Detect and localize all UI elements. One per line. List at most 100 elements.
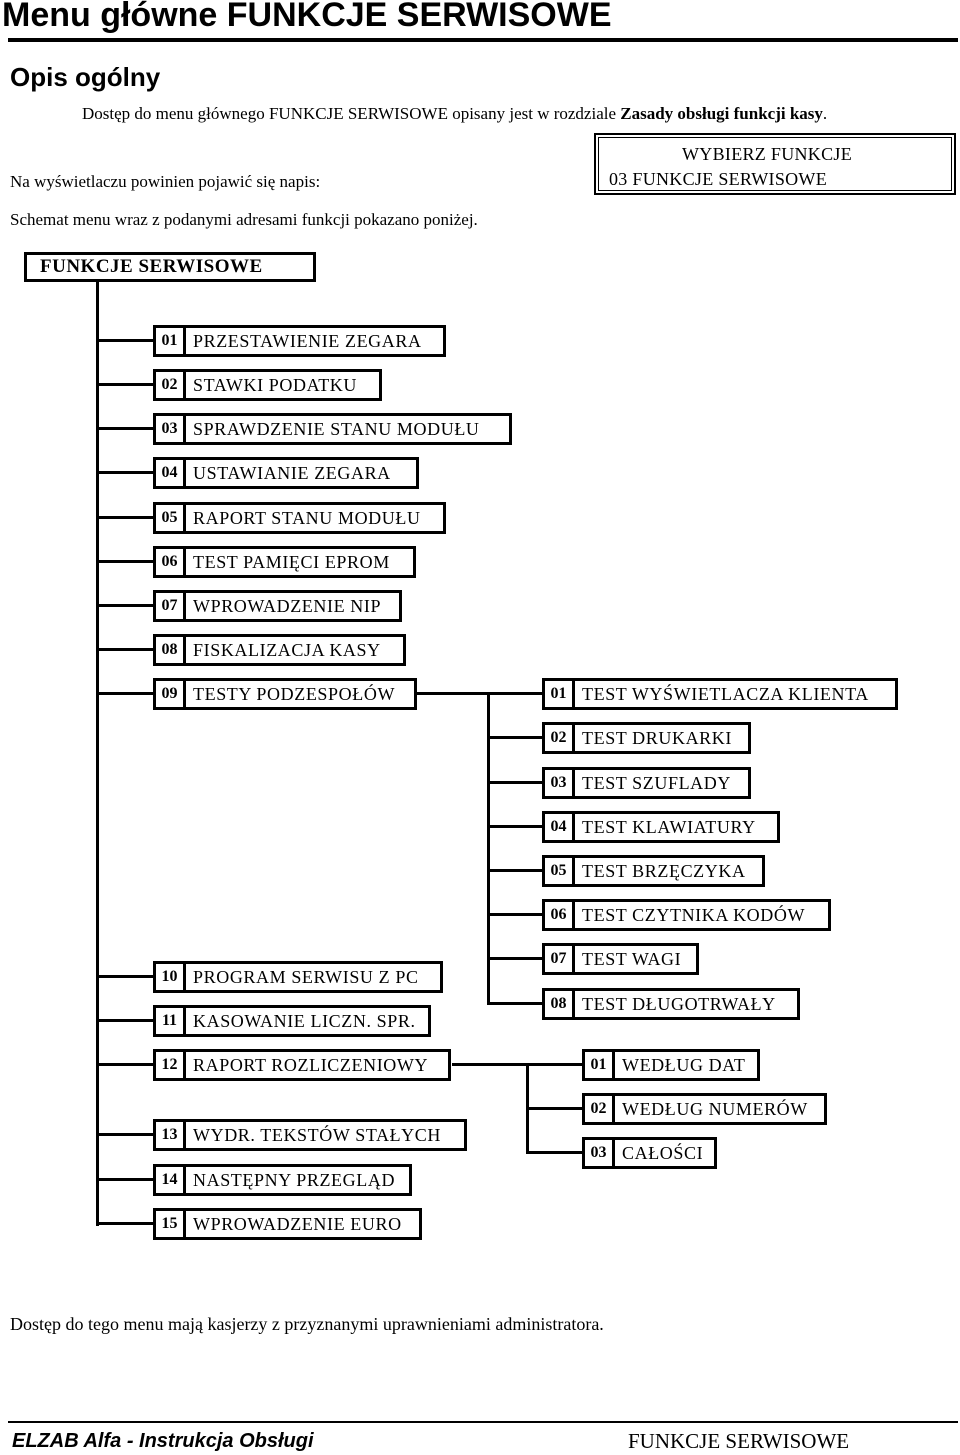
menu-root-box: FUNKCJE SERWISOWE [24,252,316,282]
menu-item-label: KASOWANIE LICZN. SPR. [193,1010,416,1031]
menu-item-label: FISKALIZACJA KASY [193,639,381,660]
main-branch-line [96,427,154,430]
test-item-01: 01 TEST WYŚWIETLACZA KLIENTA [542,678,898,710]
reports-branch-line [526,1151,583,1154]
menu-item-label: TEST WAGI [582,948,682,969]
main-branch-line [96,1019,154,1022]
footer-chapter-title: FUNKCJE SERWISOWE [628,1429,850,1453]
menu-item-number: 01 [585,1052,615,1078]
menu-item-number: 06 [545,902,575,928]
access-note: Dostęp do tego menu mają kasjerzy z przy… [10,1314,604,1334]
display-line-1: WYBIERZ FUNKCJE [682,144,852,164]
menu-item-number: 12 [156,1052,186,1078]
menu-item-number: 15 [156,1211,186,1237]
menu-item-09: 09 TESTY PODZESPOŁÓW [153,678,417,710]
menu-item-number: 03 [156,416,186,442]
menu-item-number: 04 [156,460,186,486]
menu-item-number: 05 [156,505,186,531]
reports-branch-line [526,1107,583,1110]
schema-description: Schemat menu wraz z podanymi adresami fu… [10,210,478,229]
menu-item-number: 14 [156,1167,186,1193]
menu-item-number: 08 [156,637,186,663]
menu-item-label: USTAWIANIE ZEGARA [193,462,391,483]
main-branch-line [96,1133,154,1136]
report-item-01: 01 WEDŁUG DAT [582,1049,760,1081]
display-line-2: 03 FUNKCJE SERWISOWE [609,169,828,189]
menu-item-number: 09 [156,681,186,707]
menu-item-label: TESTY PODZESPOŁÓW [193,683,396,704]
menu-item-label: TEST WYŚWIETLACZA KLIENTA [582,683,869,704]
menu-item-04: 04 USTAWIANIE ZEGARA [153,457,419,489]
report-item-02: 02 WEDŁUG NUMERÓW [582,1093,827,1125]
menu-item-12: 12 RAPORT ROZLICZENIOWY [153,1049,451,1081]
menu-item-10: 10 PROGRAM SERWISU Z PC [153,961,443,993]
menu-item-number: 03 [545,770,575,796]
menu-item-label: WPROWADZENIE NIP [193,595,382,616]
menu-item-number: 01 [545,681,575,707]
footer-manual-title: ELZAB Alfa - Instrukcja Obsługi [12,1430,314,1452]
menu-item-label: WYDR. TEKSTÓW STAŁYCH [193,1124,441,1145]
main-branch-line [96,692,154,695]
main-branch-line [96,1063,154,1066]
menu-item-label: TEST SZUFLADY [582,772,731,793]
menu-item-label: WEDŁUG NUMERÓW [622,1098,808,1119]
menu-item-label: RAPORT ROZLICZENIOWY [193,1054,429,1075]
menu-item-number: 06 [156,549,186,575]
menu-item-11: 11 KASOWANIE LICZN. SPR. [153,1005,431,1037]
menu-item-number: 13 [156,1122,186,1148]
main-branch-line [96,383,154,386]
title-rule [8,38,958,42]
intro-text: Dostęp do menu głównego FUNKCJE SERWISOW… [82,104,621,123]
main-branch-line [96,604,154,607]
menu-item-label: TEST DRUKARKI [582,727,732,748]
main-branch-line [96,516,154,519]
main-branch-line [96,1178,154,1181]
main-branch-line [96,339,154,342]
menu-item-03: 03 SPRAWDZENIE STANU MODUŁU [153,413,512,445]
menu-item-number: 07 [156,593,186,619]
tests-trunk-line [487,692,490,1004]
tests-branch-line [487,957,543,960]
tests-branch-line [487,869,543,872]
report-item-03: 03 CAŁOŚCI [582,1137,717,1169]
tests-branch-line [487,1002,543,1005]
main-branch-line [96,471,154,474]
menu-item-number: 02 [585,1096,615,1122]
menu-item-label: TEST KLAWIATURY [582,816,756,837]
tests-branch-line [487,825,543,828]
menu-item-label: PROGRAM SERWISU Z PC [193,966,419,987]
menu-item-number: 03 [585,1140,615,1166]
menu-item-label: SPRAWDZENIE STANU MODUŁU [193,418,480,439]
menu-item-label: RAPORT STANU MODUŁU [193,507,421,528]
menu-item-05: 05 RAPORT STANU MODUŁU [153,502,446,534]
footer-rule [8,1421,958,1423]
intro-reference: Zasady obsługi funkcji kasy [620,104,823,123]
main-branch-line [96,975,154,978]
menu-item-number: 10 [156,964,186,990]
tests-branch-line [487,913,543,916]
menu-item-number: 11 [156,1008,186,1034]
menu-item-number: 01 [156,328,186,354]
menu-item-08: 08 FISKALIZACJA KASY [153,634,406,666]
section-title: Opis ogólny [10,62,161,92]
tests-branch-line [487,736,543,739]
menu-item-number: 08 [545,991,575,1017]
menu-item-label: TEST DŁUGOTRWAŁY [582,993,776,1014]
menu-item-label: WEDŁUG DAT [622,1054,746,1075]
test-item-08: 08 TEST DŁUGOTRWAŁY [542,988,800,1020]
display-label: Na wyświetlaczu powinien pojawić się nap… [10,172,321,191]
page-title: Menu główne FUNKCJE SERWISOWE [2,0,612,34]
intro-paragraph: Dostęp do menu głównego FUNKCJE SERWISOW… [82,104,827,124]
menu-item-07: 07 WPROWADZENIE NIP [153,590,402,622]
menu-item-label: CAŁOŚCI [622,1142,704,1163]
reports-link-line [452,1063,583,1066]
main-branch-line [96,1222,154,1225]
